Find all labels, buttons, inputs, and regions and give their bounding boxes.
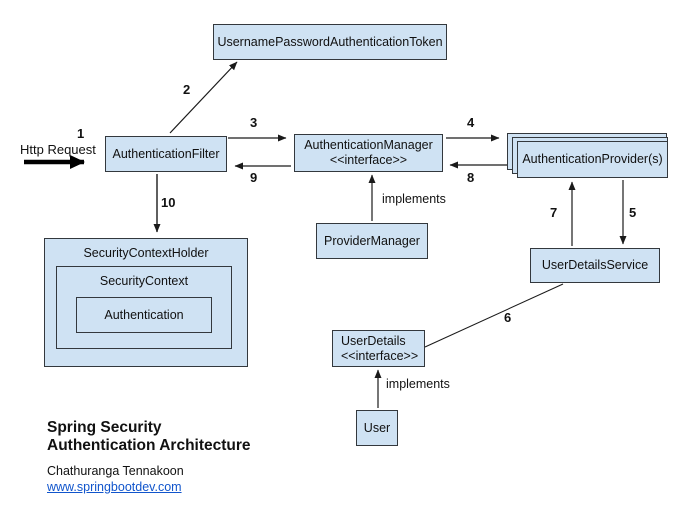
step-label-8: 8 (467, 170, 475, 185)
line-step-6 (424, 283, 564, 348)
step-label-9: 9 (250, 170, 258, 185)
http-request-label: Http Request (20, 142, 96, 157)
node-username-password-authentication-token: UsernamePasswordAuthenticationToken (213, 24, 447, 60)
node-authentication: Authentication (76, 297, 212, 333)
step-label-2: 2 (183, 82, 191, 97)
user-details-stereotype: <<interface>> (341, 348, 419, 363)
author-name: Chathuranga Tennakoon (47, 464, 184, 478)
step-label-4: 4 (467, 115, 475, 130)
step-label-10: 10 (161, 195, 176, 210)
arrow-step-2 (169, 61, 238, 134)
authentication-manager-stereotype: <<interface>> (329, 153, 408, 167)
implements-label-provider-manager: implements (382, 192, 446, 206)
diagram-title-line2: Authentication Architecture (47, 437, 251, 454)
node-user-details: UserDetails <<interface>> (332, 330, 425, 367)
step-label-7: 7 (550, 205, 558, 220)
node-authentication-filter: AuthenticationFilter (105, 136, 227, 172)
diagram-title-line1: Spring Security (47, 419, 162, 436)
step-label-3: 3 (250, 115, 258, 130)
authentication-manager-label: AuthenticationManager (304, 138, 433, 152)
node-authentication-providers: AuthenticationProvider(s) (517, 141, 668, 178)
step-label-6: 6 (504, 310, 512, 325)
node-provider-manager: ProviderManager (316, 223, 428, 259)
website-link[interactable]: www.springbootdev.com (47, 480, 182, 494)
diagram-title: Spring Security Authentication Architect… (47, 419, 251, 455)
node-authentication-manager: AuthenticationManager <<interface>> (294, 134, 443, 172)
node-user: User (356, 410, 398, 446)
user-details-label: UserDetails (341, 333, 406, 348)
step-label-1: 1 (77, 126, 85, 141)
implements-label-user: implements (386, 377, 450, 391)
step-label-5: 5 (629, 205, 637, 220)
node-user-details-service: UserDetailsService (530, 248, 660, 283)
